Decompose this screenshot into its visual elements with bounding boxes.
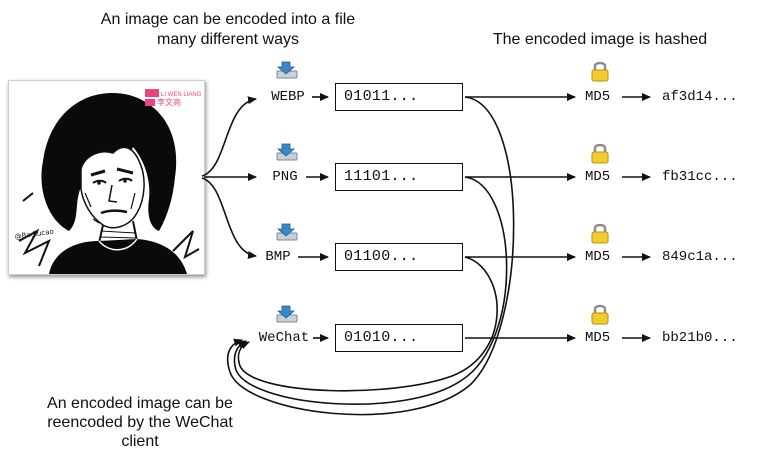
reencode-loop-png: [233, 176, 508, 405]
format-label-bmp: BMP: [265, 249, 291, 265]
padlock-icon: [591, 303, 609, 330]
padlock-icon: [591, 142, 609, 169]
portrait-drawing: LI WEN LIANG 李文亮 @Badiucao: [14, 89, 202, 274]
hash-value-wechat: bb21b0...: [662, 330, 738, 346]
reencode-loop-bmp: [237, 256, 498, 392]
hash-value-png: fb31cc...: [662, 169, 738, 185]
format-label-wechat: WeChat: [258, 330, 310, 346]
fanout-arrow-webp: [201, 96, 257, 177]
encoded-bits-wechat: 01010...: [335, 324, 463, 352]
hash-caption: The encoded image is hashed: [492, 31, 708, 48]
portrait-image: LI WEN LIANG 李文亮 @Badiucao: [8, 80, 205, 275]
encoded-bits-png: 11101...: [335, 163, 463, 191]
fanout-arrow-bmp: [201, 177, 257, 259]
file-download-icon: [276, 142, 298, 167]
stamp-latin: LI WEN LIANG: [161, 92, 202, 98]
padlock-icon: [591, 60, 609, 87]
encode-caption: An image can be encoded into a file many…: [100, 11, 356, 48]
reencode-caption: An encoded image can be reencoded by the…: [47, 395, 233, 450]
padlock-icon: [591, 222, 609, 249]
file-download-icon: [276, 304, 298, 329]
hash-algo-label: MD5: [585, 89, 611, 105]
reencode-loop-webp: [226, 96, 515, 416]
file-download-icon: [276, 222, 298, 247]
encoded-bits-bmp: 01100...: [335, 243, 463, 271]
hash-algo-label: MD5: [585, 169, 611, 185]
hash-algo-label: MD5: [585, 249, 611, 265]
format-label-webp: WEBP: [271, 89, 305, 105]
file-download-icon: [276, 60, 298, 85]
hash-algo-label: MD5: [585, 330, 611, 346]
hash-value-webp: af3d14...: [662, 89, 738, 105]
encoded-bits-webp: 01011...: [335, 83, 463, 111]
hash-value-bmp: 849c1a...: [662, 249, 738, 265]
format-label-png: PNG: [272, 169, 298, 185]
stamp-chinese: 李文亮: [157, 97, 181, 107]
